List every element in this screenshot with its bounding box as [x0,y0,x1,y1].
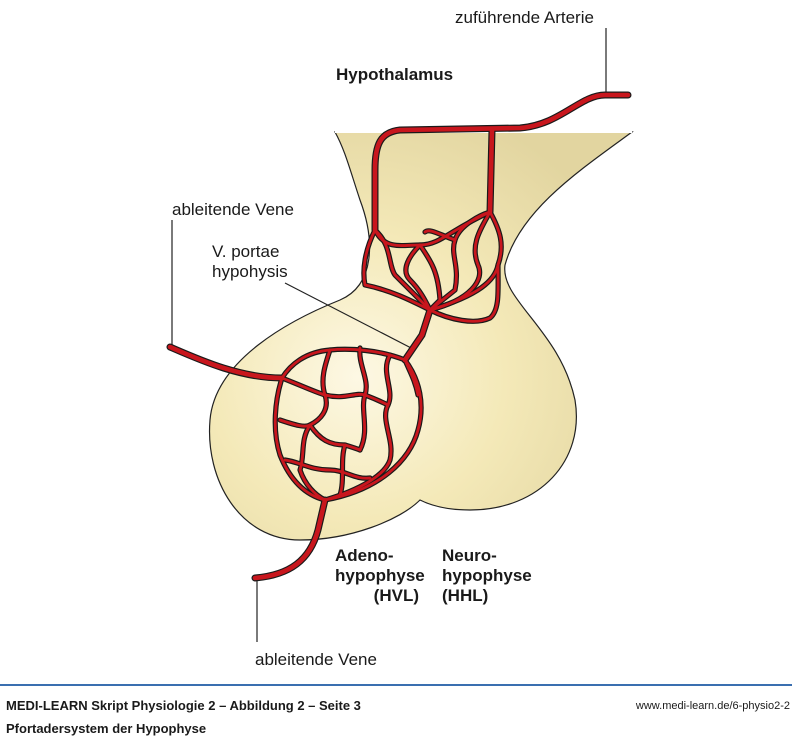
label-portal-line1: V. portae [212,242,280,261]
label-vein-bottom: ableitende Vene [255,650,377,669]
capillary [323,353,393,502]
label-neuro-line1: Neuro- [442,546,497,565]
label-vein-top: ableitende Vene [172,200,294,219]
capillary [423,229,457,242]
capillary [362,228,432,312]
portal-vein [402,307,433,363]
capillary [338,443,347,497]
label-portal-line2: hypohysis [212,262,288,281]
capillary [373,228,432,312]
capillary [404,243,432,312]
label-neuro-line3: (HHL) [442,586,489,605]
label-neuro-line2: hypophyse [442,566,532,585]
capillary [323,358,423,502]
capillary [428,210,492,312]
efferent-vein-left [167,344,285,381]
capillary [428,263,500,323]
capillary [418,243,442,312]
capillary [403,358,420,397]
footer-subtitle: Pfortadersystem der Hypophyse [6,721,207,736]
label-adeno-line1: Adeno- [335,546,394,565]
capillary [280,376,390,407]
label-adeno-line3: (HVL) [373,586,419,605]
capillary [283,458,372,480]
capillary [487,127,495,215]
label-neurohypophyse: Neuro- hypophyse (HHL) [442,546,532,606]
pituitary-portal-diagram: (function(){ var g=document.getElementBy… [166,28,634,642]
label-adeno-line2: hypophyse [335,566,425,585]
capillary [273,376,327,502]
capillary [298,423,327,502]
label-portal-vein: V. portae hypohysis [212,242,288,282]
footer-divider [0,684,792,686]
capillary [278,418,362,452]
label-adenohypophyse: Adeno- hypophyse (HVL) [335,546,425,606]
label-afferent-artery: zuführende Arterie [455,8,594,27]
blood-vessels [166,91,632,582]
leader-lines [171,28,607,642]
label-hypothalamus: Hypothalamus [336,65,454,84]
efferent-vein-bottom [252,497,328,581]
footer-title: MEDI-LEARN Skript Physiologie 2 – Abbild… [6,698,361,713]
footer-url[interactable]: www.medi-learn.de/6-physio2-2 [635,700,790,712]
afferent-artery [372,92,631,233]
